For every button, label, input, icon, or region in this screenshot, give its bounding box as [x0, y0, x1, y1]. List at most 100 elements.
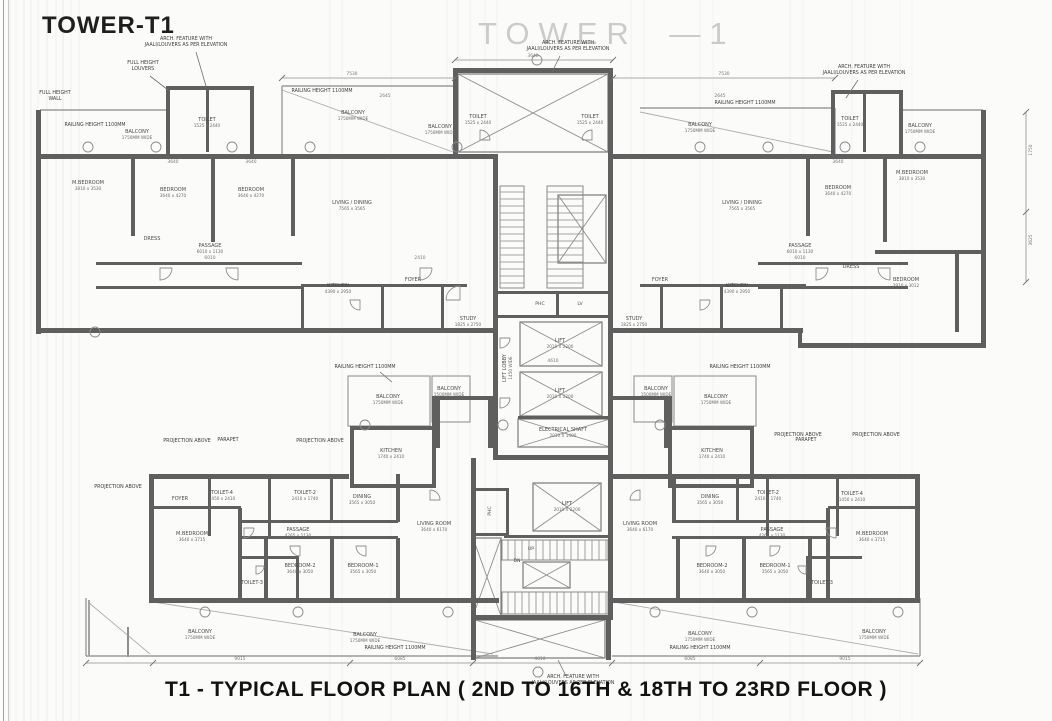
reference-bubble — [649, 606, 661, 618]
wall — [396, 538, 400, 600]
dimension-tick — [916, 659, 924, 667]
wall — [301, 284, 467, 287]
dimension-text: 3640 — [832, 159, 843, 165]
dimension-text: 1750 — [1028, 144, 1034, 155]
wall — [826, 508, 830, 600]
wall — [149, 598, 499, 603]
wall — [742, 538, 746, 600]
reference-bubble — [89, 326, 101, 338]
wall — [955, 252, 959, 332]
wall — [330, 538, 334, 600]
wall — [672, 520, 830, 523]
wall — [36, 328, 498, 333]
wall — [758, 262, 908, 265]
annotation-leader — [845, 79, 859, 99]
dimension-text: 2645 — [379, 93, 390, 99]
door-swing — [581, 129, 593, 141]
dimension-text: 6085 — [684, 656, 695, 662]
shaft-box — [522, 561, 571, 589]
dimension-tick — [149, 659, 157, 667]
wall — [240, 520, 398, 523]
door-swing — [419, 267, 433, 281]
dimension-text: 3640 — [167, 159, 178, 165]
wall — [518, 416, 610, 419]
dimension-tick — [469, 659, 477, 667]
dimension-text: 4610 — [534, 656, 545, 662]
door-swing — [877, 267, 891, 281]
reference-bubble — [839, 141, 851, 153]
room-label: FOYER — [405, 277, 422, 283]
annotation-note: PROJECTION ABOVE — [94, 484, 142, 490]
room-label: LIFT LOBBY1450 WIDE — [502, 353, 513, 382]
wall — [610, 598, 920, 603]
annotation-note: RAILING HEIGHT 1100MM — [364, 645, 425, 651]
door-swing — [349, 299, 361, 311]
wall — [250, 86, 254, 156]
reference-bubble — [694, 141, 706, 153]
dimension-text: 3625 — [1028, 234, 1034, 245]
wall — [264, 538, 268, 600]
annotation-note: RAILING HEIGHT 1100MM — [714, 100, 775, 106]
room-label: TOILET-3 — [240, 580, 263, 586]
wall — [798, 328, 802, 348]
dimension-text: 7530 — [346, 71, 357, 77]
wall — [471, 615, 611, 620]
shaft-x — [557, 194, 607, 264]
annotation-note: RAILING HEIGHT 1100MM — [709, 364, 770, 370]
wall — [453, 68, 613, 73]
reference-bubble — [150, 141, 162, 153]
shaft-x — [522, 561, 571, 589]
wall — [381, 287, 384, 330]
dimension-tick — [1022, 278, 1030, 286]
wall — [806, 556, 862, 559]
wall — [488, 396, 493, 448]
room-label: TOILET-3 — [810, 580, 833, 586]
wall — [670, 426, 754, 430]
wall — [672, 474, 676, 522]
wall — [296, 556, 299, 600]
wall — [863, 94, 866, 152]
dimension-tick — [451, 56, 459, 64]
wall — [493, 154, 498, 460]
dimension-tick — [609, 56, 617, 64]
door-swing — [429, 489, 441, 501]
dimension-text: 6010 — [204, 255, 215, 261]
annotation-note: PROJECTION ABOVE — [163, 438, 211, 444]
wall — [750, 426, 754, 486]
balcony-diagonal — [152, 601, 494, 655]
balcony-diagonal — [639, 111, 834, 153]
dimension-tick — [451, 74, 459, 82]
dimension-tick — [756, 659, 764, 667]
wall — [612, 396, 668, 400]
wall — [441, 287, 444, 330]
wall — [396, 474, 400, 522]
wall — [166, 86, 170, 156]
reference-bubble — [226, 141, 238, 153]
annotation-note: RAILING HEIGHT 1100MM — [291, 88, 352, 94]
door-swing — [825, 527, 837, 539]
shaft-x — [474, 619, 606, 659]
reference-bubble — [654, 419, 666, 431]
dimension-text: 3640 — [245, 159, 256, 165]
wall — [831, 90, 903, 94]
